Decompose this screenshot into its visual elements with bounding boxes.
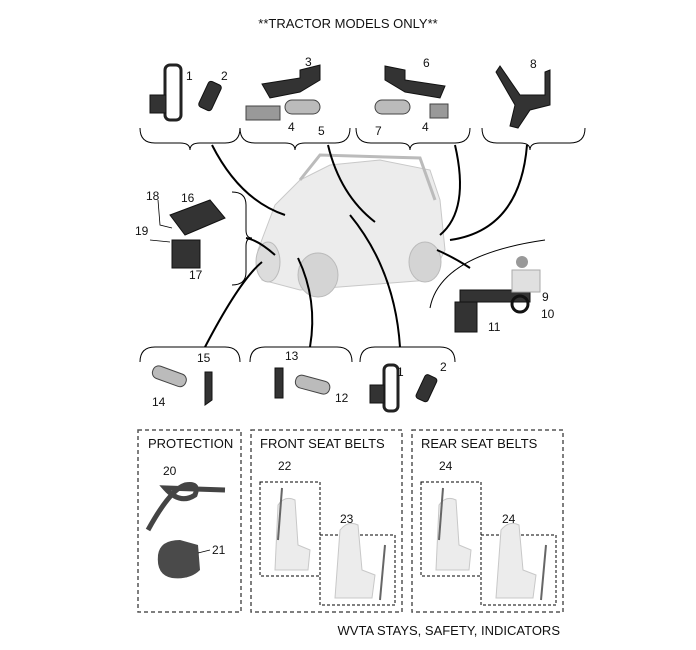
callout-labels: 1 2 3 4 5 6 7 4 8 16 18 19 17 9 10 11 15…	[135, 55, 555, 409]
callout-19: 19	[135, 224, 149, 238]
callout-8: 8	[530, 57, 537, 71]
utv-vehicle-image	[255, 153, 446, 298]
callout-24: 24	[439, 459, 453, 473]
callout-7: 7	[375, 124, 382, 138]
diagram-title: **TRACTOR MODELS ONLY**	[258, 16, 437, 31]
front-indicator-parts	[151, 365, 331, 406]
connector-lines	[204, 144, 528, 348]
callout-13: 13	[285, 349, 299, 363]
indicator-right-part	[374, 65, 449, 119]
hitch-parts	[454, 256, 541, 333]
callout-5: 5	[318, 124, 325, 138]
callout-24b: 24	[502, 512, 516, 526]
bracket-mount	[231, 191, 253, 286]
protection-section: PROTECTION 20 21	[137, 429, 242, 613]
mirror-left-part	[149, 63, 222, 122]
callout-20: 20	[163, 464, 177, 478]
callout-21: 21	[212, 543, 226, 557]
bracket-mirror-right	[359, 346, 456, 363]
rear-seat-belts-section: REAR SEAT BELTS 24 24	[411, 429, 564, 613]
callout-12: 12	[335, 391, 349, 405]
callout-6: 6	[423, 56, 430, 70]
front-seat-belts-section: FRONT SEAT BELTS 22 23	[250, 429, 403, 613]
callout-14: 14	[152, 395, 166, 409]
callout-22: 22	[278, 459, 292, 473]
callout-15: 15	[197, 351, 211, 365]
callout-3: 3	[305, 55, 312, 69]
mount-parts	[149, 199, 226, 269]
rear-seat-belts-heading: REAR SEAT BELTS	[421, 436, 538, 451]
callout-9: 9	[542, 290, 549, 304]
callout-11: 11	[488, 320, 501, 334]
front-seat-belts-heading: FRONT SEAT BELTS	[260, 436, 385, 451]
bracket-front-left	[139, 346, 241, 363]
callout-1b: 1	[397, 365, 404, 379]
callout-17: 17	[189, 268, 203, 282]
bracket-front-right	[249, 346, 353, 363]
callout-4: 4	[288, 120, 295, 134]
bracket-plate	[481, 127, 586, 151]
callout-23: 23	[340, 512, 354, 526]
callout-2: 2	[221, 69, 228, 83]
callout-18: 18	[146, 189, 160, 203]
bracket-mirror	[139, 127, 241, 151]
protection-heading: PROTECTION	[148, 436, 233, 451]
mirror-right-part	[369, 363, 438, 413]
callout-1: 1	[186, 69, 193, 83]
callout-2b: 2	[440, 360, 447, 374]
callout-4b: 4	[422, 120, 429, 134]
callout-16: 16	[181, 191, 195, 205]
bracket-left-indicator	[239, 127, 351, 151]
plate-bracket-part	[495, 65, 551, 129]
bracket-right-indicator	[355, 127, 471, 151]
diagram-footer: WVTA STAYS, SAFETY, INDICATORS	[338, 623, 561, 638]
indicator-left-part	[245, 64, 321, 121]
callout-10: 10	[541, 307, 555, 321]
